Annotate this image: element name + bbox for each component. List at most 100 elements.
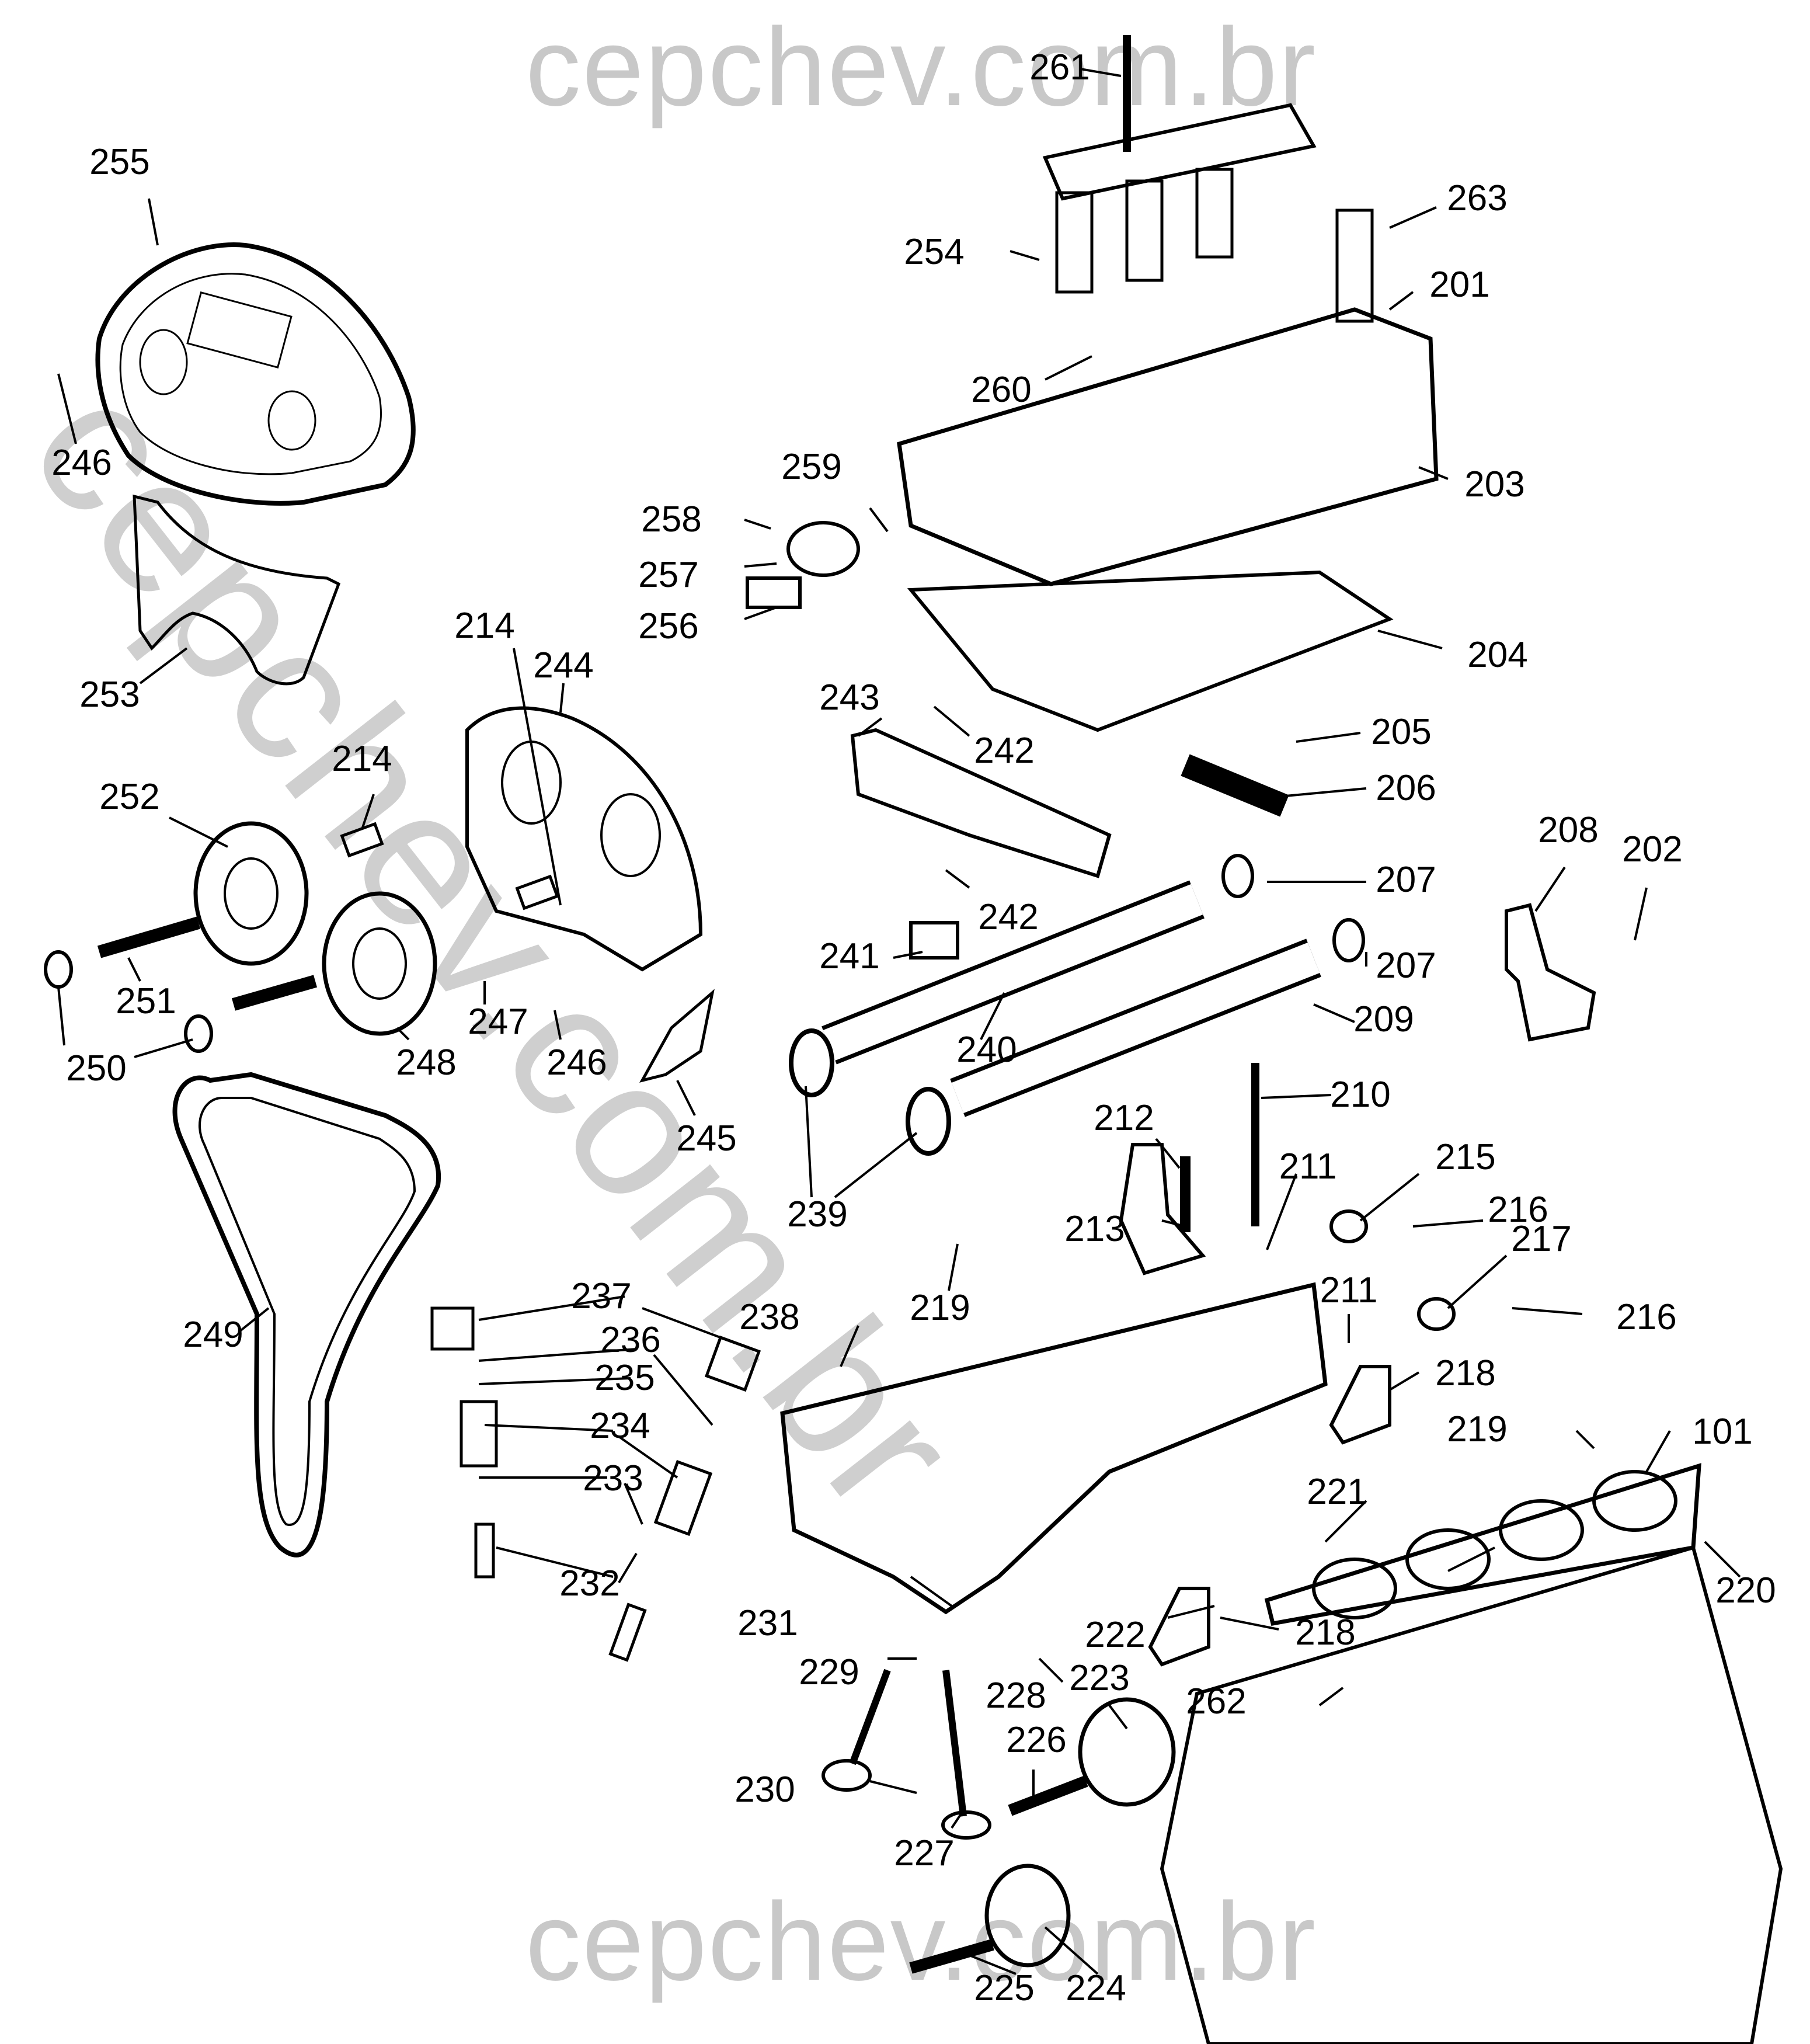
timing-cover-outer: [95, 242, 416, 506]
exhaust-sprocket: [322, 891, 437, 1036]
part-label-244[interactable]: 244: [533, 645, 594, 686]
part-label-242-upper[interactable]: 242: [974, 731, 1035, 771]
part-label-248[interactable]: 248: [396, 1042, 457, 1083]
coil-boot-3: [1195, 168, 1234, 259]
part-label-215[interactable]: 215: [1435, 1137, 1496, 1177]
part-label-236[interactable]: 236: [600, 1320, 661, 1360]
part-label-216-lower[interactable]: 216: [1616, 1297, 1677, 1337]
lift-bracket-218b: [1148, 1587, 1210, 1667]
part-label-243[interactable]: 243: [819, 677, 880, 718]
bolt-225: [909, 1939, 994, 1974]
part-label-247[interactable]: 247: [468, 1002, 528, 1042]
part-label-205[interactable]: 205: [1371, 712, 1432, 752]
part-label-232[interactable]: 232: [559, 1563, 620, 1604]
gasket-bore-3: [1499, 1499, 1584, 1561]
part-label-229[interactable]: 229: [799, 1652, 859, 1692]
part-label-249[interactable]: 249: [183, 1315, 243, 1355]
part-label-211-upper[interactable]: 211: [1279, 1146, 1337, 1187]
part-label-202[interactable]: 202: [1622, 829, 1683, 870]
part-label-224[interactable]: 224: [1066, 1968, 1126, 2008]
part-label-203[interactable]: 203: [1464, 464, 1525, 505]
watermark-bottom: cepchev.com.br: [525, 1880, 1317, 2004]
part-label-245[interactable]: 245: [676, 1118, 737, 1159]
part-label-222[interactable]: 222: [1085, 1615, 1146, 1655]
camshaft-sensor-ring-a: [1221, 854, 1254, 898]
sensor-215: [1329, 1209, 1368, 1243]
intake-sprocket-hub: [224, 857, 279, 930]
part-label-262[interactable]: 262: [1186, 1681, 1247, 1722]
engine-block: [1160, 1545, 1783, 2044]
part-label-214-upper[interactable]: 214: [454, 606, 515, 646]
part-label-218-upper[interactable]: 218: [1435, 1353, 1496, 1393]
oil-control-valve: [1181, 754, 1289, 817]
part-label-209[interactable]: 209: [1353, 999, 1414, 1040]
part-label-231[interactable]: 231: [737, 1603, 798, 1643]
part-label-206[interactable]: 206: [1376, 768, 1436, 808]
part-label-207-lower[interactable]: 207: [1376, 945, 1436, 986]
part-label-246-lower[interactable]: 246: [547, 1042, 607, 1083]
intake-sprocket: [193, 821, 309, 966]
part-label-257[interactable]: 257: [638, 555, 699, 595]
part-label-101[interactable]: 101: [1692, 1412, 1753, 1452]
part-label-253[interactable]: 253: [79, 675, 140, 715]
part-label-228[interactable]: 228: [986, 1675, 1046, 1716]
part-label-239[interactable]: 239: [787, 1194, 848, 1235]
part-label-227[interactable]: 227: [894, 1833, 955, 1873]
part-label-255[interactable]: 255: [89, 142, 150, 182]
part-label-226[interactable]: 226: [1006, 1720, 1067, 1760]
part-label-256[interactable]: 256: [638, 606, 699, 646]
idler-pulley-224: [984, 1864, 1071, 1967]
part-label-208[interactable]: 208: [1538, 810, 1599, 850]
part-label-259[interactable]: 259: [781, 447, 842, 487]
part-label-214-lower[interactable]: 214: [332, 739, 392, 779]
part-label-217[interactable]: 217: [1511, 1219, 1572, 1259]
part-label-246-top[interactable]: 246: [51, 443, 112, 483]
part-label-221[interactable]: 221: [1307, 1472, 1367, 1512]
part-label-235[interactable]: 235: [594, 1358, 655, 1398]
part-label-220[interactable]: 220: [1715, 1570, 1776, 1611]
part-label-254[interactable]: 254: [904, 232, 965, 272]
coil-boot-4: [1335, 208, 1374, 323]
part-label-207-upper[interactable]: 207: [1376, 860, 1436, 900]
coil-boot-1: [1055, 191, 1094, 294]
part-label-230[interactable]: 230: [735, 1770, 795, 1810]
part-label-250[interactable]: 250: [66, 1048, 127, 1089]
part-label-241[interactable]: 241: [819, 936, 880, 976]
part-label-210[interactable]: 210: [1330, 1075, 1391, 1115]
vacuum-pump-housing: [746, 576, 802, 609]
part-label-238[interactable]: 238: [739, 1297, 800, 1337]
part-label-263[interactable]: 263: [1447, 178, 1508, 218]
bolt-251b: [231, 975, 318, 1011]
part-label-233[interactable]: 233: [583, 1458, 643, 1499]
part-label-252[interactable]: 252: [99, 777, 160, 817]
part-label-219-upper[interactable]: 219: [910, 1288, 970, 1328]
part-label-251[interactable]: 251: [116, 981, 176, 1021]
valve-cover: [897, 307, 1439, 586]
part-label-216-upper[interactable]: 216: [1488, 1190, 1548, 1230]
timing-belt-inner: [198, 1097, 416, 1527]
part-label-219-lower[interactable]: 219: [1447, 1409, 1508, 1449]
part-label-237[interactable]: 237: [571, 1276, 632, 1316]
part-label-201[interactable]: 201: [1429, 265, 1490, 305]
rear-cover-bore-2: [600, 793, 661, 877]
timing-cover-port-left: [139, 329, 188, 395]
exhaust-camshaft-core: [951, 942, 1320, 1114]
part-label-223[interactable]: 223: [1069, 1658, 1130, 1698]
part-label-260[interactable]: 260: [971, 370, 1032, 410]
part-label-218-lower[interactable]: 218: [1295, 1612, 1356, 1653]
part-label-213[interactable]: 213: [1064, 1209, 1125, 1249]
coil-boot-2: [1125, 179, 1164, 282]
part-label-204[interactable]: 204: [1467, 635, 1528, 675]
part-label-211-lower[interactable]: 211: [1320, 1270, 1378, 1310]
part-label-234[interactable]: 234: [590, 1406, 650, 1446]
gasket-bore-1: [1312, 1558, 1397, 1619]
part-label-240[interactable]: 240: [956, 1030, 1017, 1070]
camshaft-cap-housing: [850, 728, 1112, 878]
part-label-225[interactable]: 225: [974, 1968, 1035, 2008]
part-label-258[interactable]: 258: [641, 499, 702, 540]
dowel-214b: [515, 874, 559, 910]
part-label-261[interactable]: 261: [1029, 47, 1090, 88]
part-label-212[interactable]: 212: [1094, 1098, 1154, 1138]
part-label-242-lower[interactable]: 242: [978, 897, 1039, 937]
lift-bracket-218a: [1329, 1365, 1391, 1445]
